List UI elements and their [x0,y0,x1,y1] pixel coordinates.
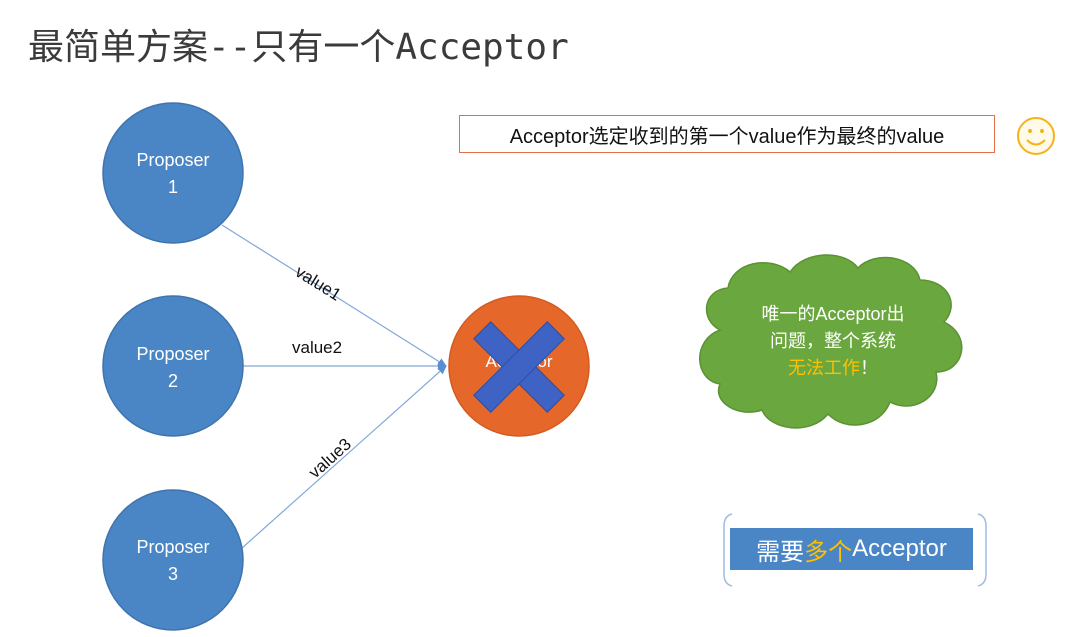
edge-label-value2: value2 [292,338,343,357]
proposer-name: Proposer [136,537,210,557]
proposer-node-2 [102,295,244,437]
proposer-number: 3 [167,564,178,584]
smiley-face-icon [1017,117,1055,155]
cloud-line-2: 问题，整个系统 [770,331,896,351]
proposer-number: 2 [167,371,178,391]
cloud-line-3: 无法工作！ [738,355,928,382]
need-suffix: Acceptor [852,535,947,562]
brace-brackets [723,513,987,587]
cloud-message: 唯一的Acceptor出 问题，整个系统 无法工作！ [738,301,928,382]
proposer-label-2: Proposer 2 [103,341,243,395]
proposer-name: Proposer [136,150,210,170]
edge-value3 [231,365,447,558]
cloud-highlight: 无法工作 [788,358,860,378]
proposer-node-3 [102,489,244,631]
cloud-shape [699,254,963,429]
proposer-node-1 [102,102,244,244]
proposer-label-3: Proposer 3 [103,534,243,588]
proposer-number: 1 [167,177,178,197]
cloud-tail: ！ [860,358,878,378]
failure-cross-icon [473,321,565,413]
page-title: 最简单方案--只有一个Acceptor [28,27,569,68]
edge-value1 [221,224,447,367]
need-prefix: 需要 [756,538,805,566]
proposer-name: Proposer [136,344,210,364]
rule-note-box: Acceptor选定收到的第一个value作为最终的value [459,115,995,153]
cloud-line-1: 唯一的Acceptor出 [761,304,905,324]
need-highlight: 多个 [804,538,853,566]
proposer-label-1: Proposer 1 [103,147,243,201]
